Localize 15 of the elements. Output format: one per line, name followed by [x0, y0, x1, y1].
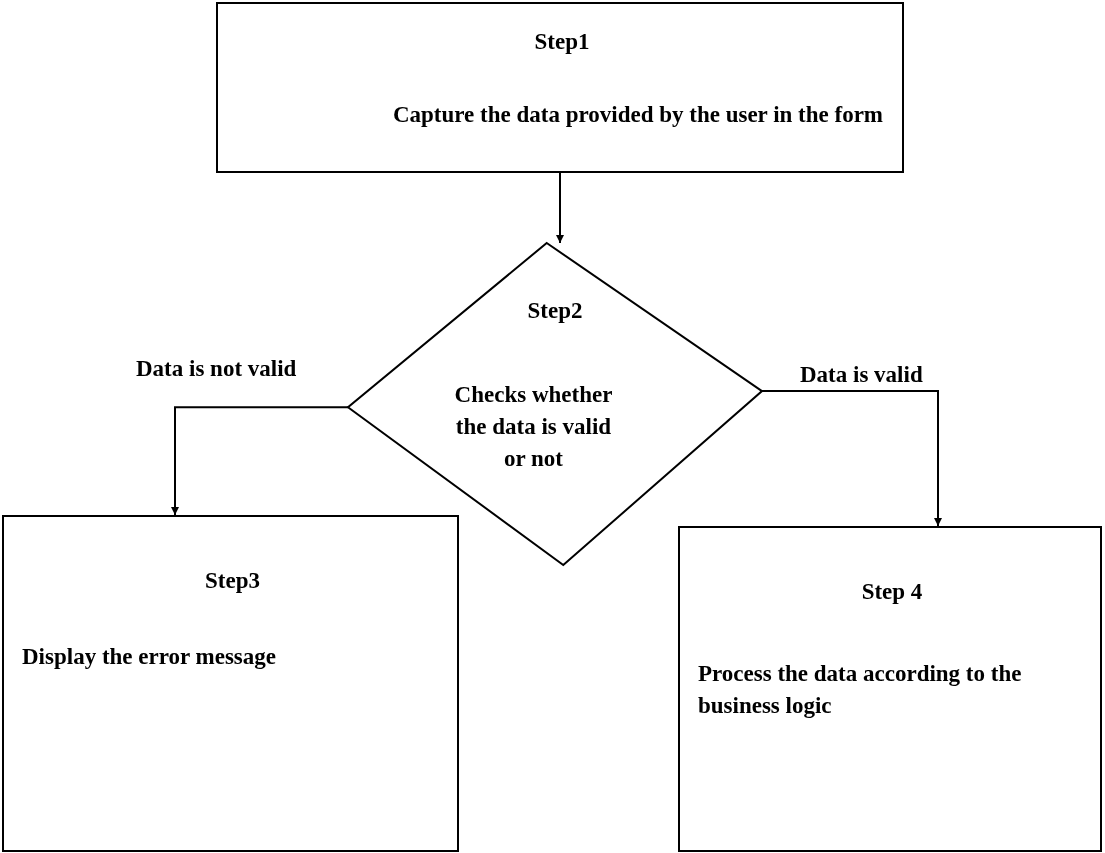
- arrow: [171, 406, 349, 516]
- step-description: Display the error message: [22, 643, 278, 671]
- step-heading: Step2: [526, 297, 584, 325]
- step-description: Process the data according to the business logic: [698, 660, 1023, 720]
- process-box: [216, 2, 904, 173]
- process-box: [2, 515, 459, 852]
- step-heading: Step3: [204, 567, 261, 595]
- process-box: [678, 526, 1102, 852]
- step-description: Capture the data provided by the user in the form: [391, 101, 883, 129]
- step-heading: Step 4: [860, 578, 924, 606]
- step-heading: Step1: [533, 28, 591, 56]
- arrow: [556, 172, 564, 244]
- step-description: Checks whether the data is valid or not: [453, 381, 614, 473]
- arrow: [761, 390, 942, 527]
- decision-diamond: [348, 243, 762, 565]
